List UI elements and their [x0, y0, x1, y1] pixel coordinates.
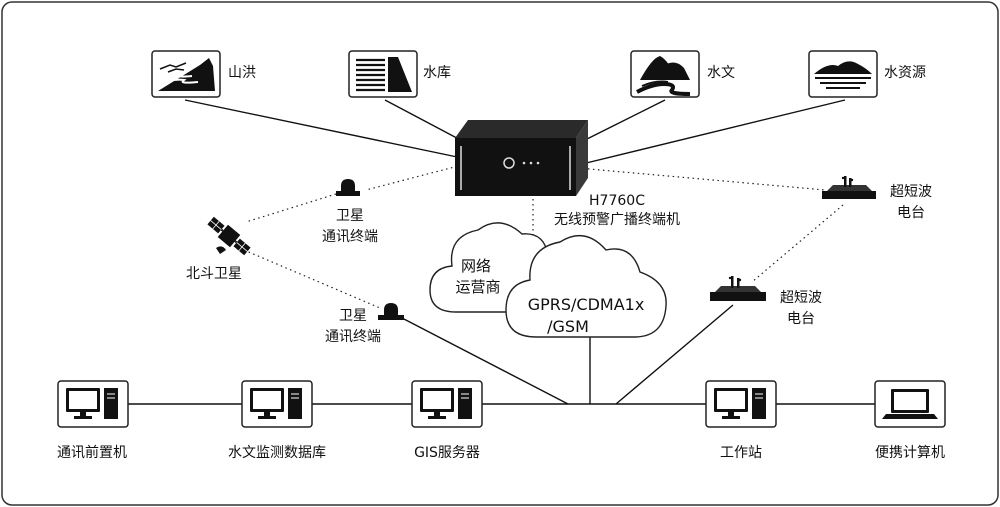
radio-2: 超短波 电台	[710, 276, 822, 327]
sat-terminal-2-line2: 通讯终端	[325, 329, 381, 345]
computer-laptop: 便携计算机	[874, 380, 946, 461]
computer-front-end-label: 通讯前置机	[57, 444, 127, 461]
sensor-hydrology-label: 水文	[707, 65, 735, 81]
link-hydrology-device	[574, 99, 666, 146]
radio-1-line2: 电台	[897, 205, 925, 221]
cloud-operator-line2: 运营商	[455, 278, 500, 296]
device-front	[455, 138, 576, 196]
radio-1-line1: 超短波	[890, 184, 932, 200]
sat-terminal-2: 卫星 通讯终端	[325, 303, 404, 345]
desktop-computer-icon	[66, 388, 118, 419]
radio-1: 超短波 电台	[822, 176, 932, 221]
computer-workstation: 工作站	[705, 380, 777, 461]
computer-laptop-label: 便携计算机	[875, 445, 945, 461]
cloud-gprs: GPRS/CDMA1x /GSM	[505, 234, 667, 338]
wireless-terminal1-satellite	[245, 193, 337, 223]
sensor-water-resource: 水资源	[808, 50, 926, 98]
computer-workstation-label: 工作站	[720, 445, 762, 461]
sat-terminal-2-line1: 卫星	[339, 308, 367, 324]
sensor-hydrology: 水文	[630, 50, 735, 98]
wireless-connectors	[243, 164, 844, 309]
laptop-icon	[882, 389, 938, 419]
link-radio-bus	[615, 304, 734, 405]
river-icon	[636, 56, 691, 96]
device-knob-icon	[503, 157, 515, 169]
satellite-terminal-icon	[336, 179, 360, 196]
sat-terminal-1-line2: 通讯终端	[322, 229, 378, 245]
cloud-gprs-line1: GPRS/CDMA1x	[528, 295, 645, 314]
computer-hydro-db: 水文监测数据库	[228, 380, 326, 461]
sensor-flood: 山洪	[151, 50, 256, 98]
computer-gis-server: GIS服务器	[411, 380, 483, 461]
desktop-computer-icon	[714, 388, 766, 419]
link-water-resource-device	[577, 99, 846, 166]
sat-terminal-1: 卫星 通讯终端	[322, 179, 378, 245]
solid-connectors	[128, 99, 875, 405]
cloud-gprs-line2: /GSM	[547, 317, 589, 336]
link-flood-device	[184, 99, 463, 159]
sat-terminal-1-line1: 卫星	[336, 208, 364, 224]
satellite-terminal-icon	[378, 303, 404, 320]
radio-2-line2: 电台	[787, 311, 815, 327]
satellite-label: 北斗卫星	[186, 266, 242, 282]
sensor-reservoir-label: 水库	[423, 65, 451, 81]
cloud-operator-line1: 网络	[461, 257, 491, 275]
device-name: 无线预警广播终端机	[554, 212, 680, 228]
mountain-flood-icon	[155, 58, 215, 91]
water-resource-icon	[814, 61, 872, 89]
terminal-device	[455, 120, 588, 196]
cloud-gprs-shape	[505, 234, 667, 338]
desktop-computer-icon	[250, 388, 302, 419]
wireless-device-radio1	[577, 167, 826, 191]
device-model: H7760C	[589, 193, 645, 209]
radio-icon	[710, 276, 766, 301]
radio-2-line1: 超短波	[780, 290, 822, 306]
link-sat-terminal-bus	[401, 317, 569, 405]
sensor-flood-label: 山洪	[228, 65, 256, 81]
desktop-computer-icon	[420, 388, 472, 419]
device-side	[576, 120, 588, 196]
computer-front-end: 通讯前置机	[57, 380, 129, 461]
satellite-icon	[207, 216, 251, 256]
satellite: 北斗卫星	[186, 216, 251, 282]
device-top	[455, 120, 588, 138]
computer-gis-server-label: GIS服务器	[414, 445, 480, 461]
sensor-reservoir: 水库	[348, 50, 451, 98]
sensor-water-resource-label: 水资源	[884, 65, 926, 81]
radio-icon	[822, 176, 876, 199]
reservoir-icon	[356, 57, 412, 92]
computer-hydro-db-label: 水文监测数据库	[228, 445, 326, 461]
